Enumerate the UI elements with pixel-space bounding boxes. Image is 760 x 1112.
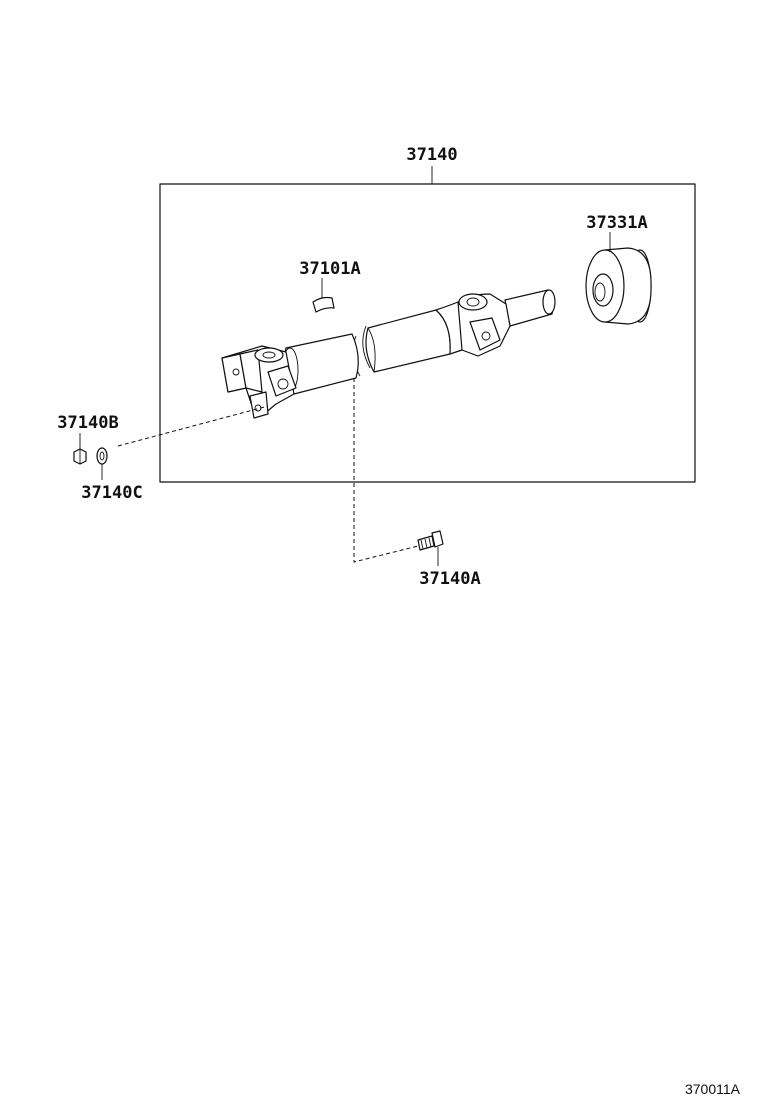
label-37331A[interactable]: 37331A xyxy=(586,213,647,233)
label-37140C[interactable]: 37140C xyxy=(81,483,142,503)
label-37140B[interactable]: 37140B xyxy=(57,413,118,433)
dashed-line-bolt xyxy=(353,378,419,563)
nut[interactable] xyxy=(73,448,87,465)
label-37140[interactable]: 37140 xyxy=(406,145,457,165)
diagram-id: 370011A xyxy=(685,1081,741,1097)
dashed-line-nut xyxy=(117,405,269,447)
assembly-frame xyxy=(159,183,696,483)
balance-weight[interactable] xyxy=(312,296,335,313)
center-bearing[interactable] xyxy=(585,247,652,325)
washer[interactable] xyxy=(96,447,108,465)
propeller-shaft[interactable] xyxy=(221,289,556,419)
bolt[interactable] xyxy=(417,530,444,551)
label-37140A[interactable]: 37140A xyxy=(419,569,480,589)
label-37101A[interactable]: 37101A xyxy=(299,259,360,279)
